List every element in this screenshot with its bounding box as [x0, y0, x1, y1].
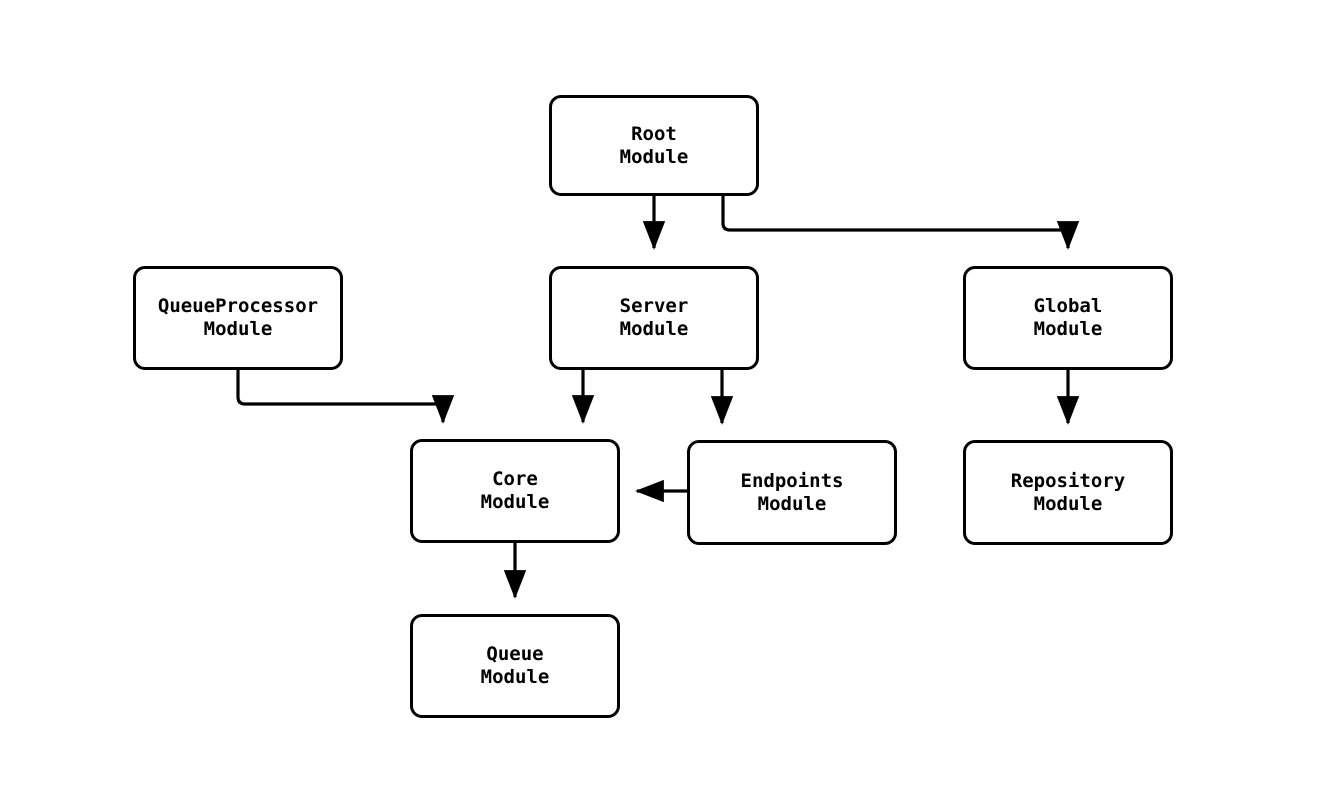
node-repository-module-line1: Repository	[1010, 469, 1126, 492]
node-global-module-line1: Global	[1033, 295, 1103, 317]
node-queueprocessor-module-line1: QueueProcessor	[157, 295, 319, 317]
node-root-module-line1: Root	[631, 122, 677, 145]
node-queue-module[interactable]: Queue Module	[410, 614, 620, 718]
node-queueprocessor-module-line2: Module	[203, 318, 273, 340]
node-repository-module-line2: Module	[1033, 492, 1103, 515]
node-queueprocessor-module[interactable]: QueueProcessor Module	[133, 266, 343, 370]
edge-queueprocessor-to-core	[236, 370, 455, 424]
node-repository-module[interactable]: Repository Module	[963, 440, 1173, 545]
node-root-module-line2: Module	[619, 145, 689, 168]
node-endpoints-module[interactable]: Endpoints Module	[687, 440, 897, 545]
node-core-module-line2: Module	[480, 491, 550, 513]
node-root-module[interactable]: Root Module	[549, 95, 759, 196]
node-server-module-line1: Server	[619, 295, 689, 317]
node-queue-module-line1: Queue	[486, 643, 544, 665]
node-core-module[interactable]: Core Module	[410, 439, 620, 543]
node-endpoints-module-line1: Endpoints	[740, 469, 844, 492]
node-queue-module-line2: Module	[480, 666, 550, 688]
node-core-module-line1: Core	[492, 468, 538, 490]
edge-root-to-global	[721, 196, 1080, 250]
node-server-module[interactable]: Server Module	[549, 266, 759, 370]
node-endpoints-module-line2: Module	[757, 492, 827, 515]
node-global-module[interactable]: Global Module	[963, 266, 1173, 370]
node-global-module-line2: Module	[1033, 318, 1103, 340]
node-server-module-line2: Module	[619, 318, 689, 340]
